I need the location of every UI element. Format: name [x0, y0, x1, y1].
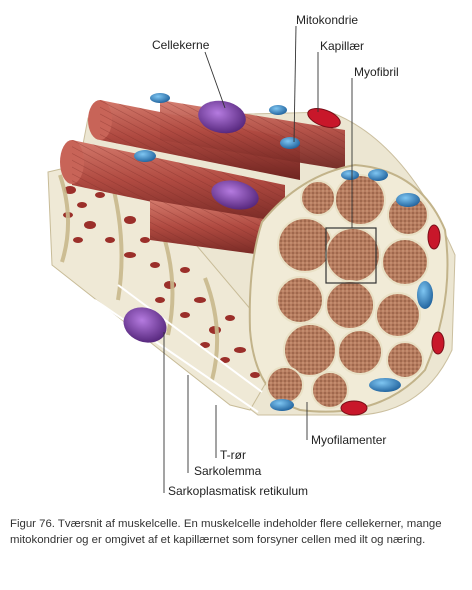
sarcoplasmic-reticulum	[47, 154, 286, 413]
cross-section-face	[248, 163, 449, 413]
myofibril-highlight-box	[325, 227, 377, 284]
label-myofibril: Myofibril	[354, 65, 399, 79]
label-sarkoplasmatisk: Sarkoplasmatisk retikulum	[168, 484, 309, 498]
figure-caption: Figur 76. Tværsnit af muskelcelle. En mu…	[10, 518, 442, 546]
label-mitokondrie: Mitokondrie	[296, 13, 359, 27]
nuclei	[123, 100, 259, 343]
mitochondria	[134, 93, 433, 411]
capillaries	[307, 107, 445, 416]
label-cellekerne: Cellekerne	[152, 38, 210, 52]
label-myofilamenter: Myofilamenter	[311, 433, 387, 447]
label-sarkolemma: Sarkolemma	[194, 464, 262, 478]
muscle-cell-diagram	[47, 25, 456, 493]
label-t-roer: T-rør	[220, 448, 246, 462]
label-kapillaer: Kapillær	[320, 39, 365, 53]
leader-lines	[163, 25, 353, 493]
